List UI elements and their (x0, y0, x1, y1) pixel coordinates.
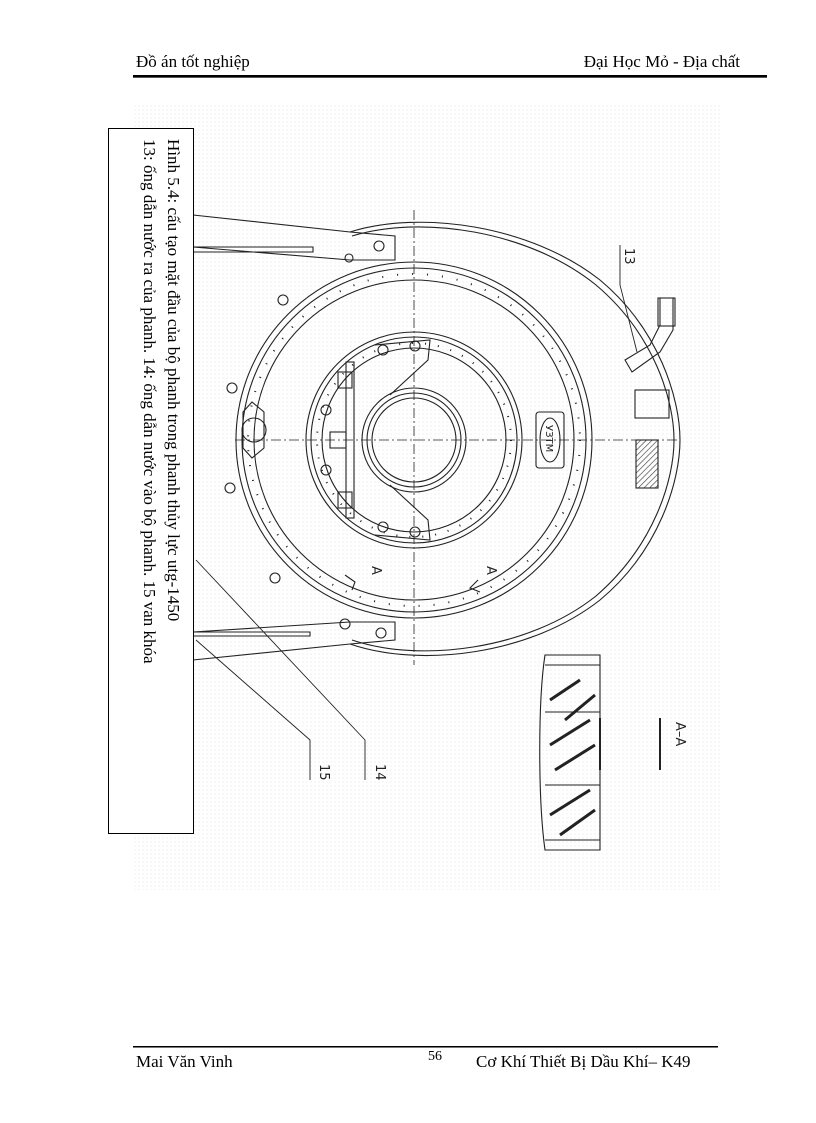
section-label: A–A (672, 722, 687, 746)
header-thesis-title: Đồ án tốt nghiệp (136, 52, 250, 71)
section-mark-right: A (483, 566, 498, 575)
figure-background (133, 104, 721, 890)
nameplate-text: УЗТМ (543, 425, 554, 452)
footer-divider (133, 1046, 718, 1048)
footer-program: Cơ Khí Thiết Bị Dầu Khí– K49 (476, 1052, 691, 1071)
section-mark-left: A (368, 566, 383, 575)
header-university: Đại Học Mỏ - Địa chất (583, 52, 740, 71)
callout-13: 13 (621, 248, 636, 265)
callout-15: 15 (316, 764, 331, 781)
figure-caption: Hình 5.4: cấu tạo mặt đầu của bộ phanh t… (109, 129, 193, 833)
caption-line-legend: 13: ống dẫn nước ra của phanh. 14: ống d… (140, 139, 159, 664)
figure-caption-box: Hình 5.4: cấu tạo mặt đầu của bộ phanh t… (108, 128, 194, 834)
callout-14: 14 (372, 764, 387, 781)
footer-author: Mai Văn Vinh (136, 1052, 233, 1071)
page-header: Đồ án tốt nghiệp Đại Học Mỏ - Địa chất (133, 52, 767, 74)
page-footer: Mai Văn Vinh 56 Cơ Khí Thiết Bị Dầu Khí–… (133, 1049, 733, 1074)
page-number: 56 (428, 1049, 442, 1064)
header-divider (133, 75, 767, 78)
caption-line-title: Hình 5.4: cấu tạo mặt đầu của bộ phanh t… (164, 139, 183, 622)
brake-technical-drawing: 13 14 15 A–A A A УЗТМ (192, 210, 687, 851)
